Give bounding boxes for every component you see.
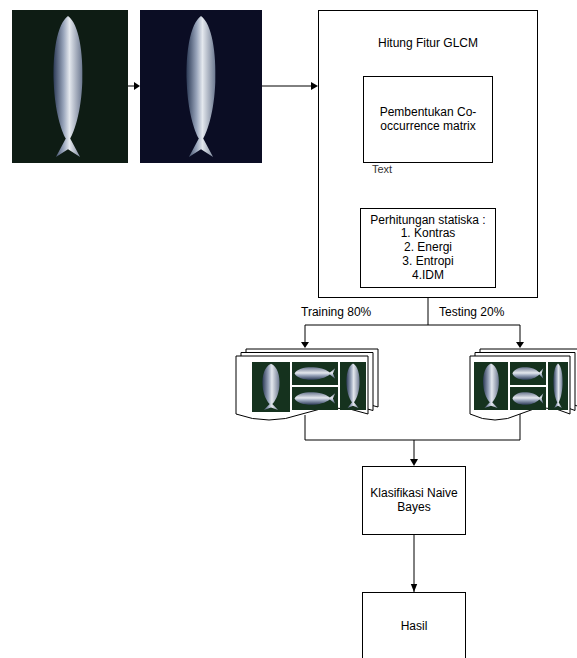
box-text: Pembentukan Co-occurrence matrix: [367, 106, 489, 134]
split-label: Training 80%: [300, 306, 372, 320]
document-stack: [236, 349, 378, 420]
split-label: Testing 20%: [438, 306, 505, 320]
process-box: Hasil: [362, 592, 466, 658]
box-text: Hasil: [366, 620, 462, 634]
process-box: Klasifikasi Naive Bayes: [362, 466, 466, 535]
document-stack: [470, 349, 577, 420]
text-label: Text: [371, 163, 393, 176]
group-title: Hitung Fitur GLCM: [319, 37, 537, 51]
connector-arrow: [414, 535, 415, 592]
fish-photo-processed: [140, 10, 262, 163]
fish-photo: [12, 10, 128, 163]
process-box: Pembentukan Co-occurrence matrix: [363, 76, 493, 163]
fish-thumbnails: [252, 362, 366, 412]
group-box: Hitung Fitur GLCM Pembentukan Co-occurren…: [318, 10, 538, 298]
fish-thumbnails: [474, 362, 568, 410]
box-text: Klasifikasi Naive Bayes: [366, 487, 462, 515]
process-box: Perhitungan statiska : 1. Kontras 2. Ene…: [360, 208, 496, 288]
box-text: Perhitungan statiska : 1. Kontras 2. Ene…: [364, 214, 492, 283]
